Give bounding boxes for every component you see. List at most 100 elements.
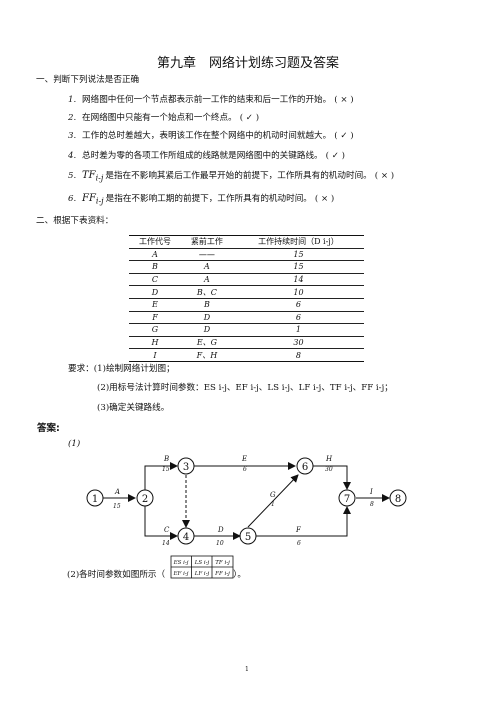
answer-part1-label: (1)	[68, 439, 81, 449]
time-parameter-legend: ES i-j LS i-j TF i-j EF i-j LF i-j FF i-…	[170, 555, 234, 579]
legend-ff: FF i-j	[214, 571, 230, 577]
table-cell: D	[129, 285, 181, 299]
node-label: 1	[92, 494, 98, 505]
edge-6-7	[313, 465, 351, 490]
activity-name: H	[325, 455, 333, 463]
table-cell: A	[129, 248, 181, 262]
node-label: 8	[395, 494, 401, 505]
requirement-3: (3)确定关键路线。	[97, 403, 170, 413]
section1-heading: 一、判断下列说法是否正确	[36, 75, 140, 85]
table-cell: A	[180, 260, 233, 274]
edge-2-3	[144, 462, 178, 490]
node-6	[296, 457, 314, 475]
table-cell: F	[129, 311, 181, 325]
table-header: 工作持续时间（D i-j）	[232, 235, 364, 249]
node-label: 5	[245, 532, 251, 543]
legend-ef: EF i-j	[173, 571, 189, 577]
legend-lf: LF i-j	[194, 571, 210, 577]
table-cell: 30	[232, 336, 364, 350]
table-cell: D	[180, 323, 233, 337]
activity-duration: 10	[216, 540, 224, 547]
edge-5-6	[247, 474, 299, 528]
table-cell: F、H	[180, 348, 233, 362]
activity-name: B	[163, 455, 169, 463]
table-cell: H	[129, 336, 181, 350]
page-title: 第九章 网络计划练习题及答案	[156, 56, 339, 71]
activity-duration: 6	[297, 540, 301, 547]
node-2	[136, 489, 154, 507]
node-3	[177, 457, 195, 475]
activity-duration: 14	[162, 540, 170, 547]
answer-heading: 答案:	[37, 423, 60, 434]
table-cell: 14	[232, 273, 364, 287]
page-number: 1	[245, 666, 249, 673]
edge-5-7	[256, 506, 351, 537]
table-cell: 15	[232, 248, 364, 262]
node-8	[389, 489, 407, 507]
activity-name: D	[217, 526, 224, 534]
edge-2-4	[144, 506, 178, 540]
node-1	[86, 489, 104, 507]
activity-duration: 15	[113, 503, 121, 510]
table-header: 紧前工作	[180, 235, 233, 249]
legend-tf: TF i-j	[215, 560, 230, 566]
table-cell: I	[129, 348, 181, 362]
legend-ls: LS i-j	[194, 560, 210, 566]
activity-name: A	[114, 488, 120, 496]
table-cell: B	[180, 298, 233, 312]
question-2: 2.在网络图中只能有一个始点和一个终点。( ✓ )	[68, 113, 260, 123]
table-cell: B	[129, 260, 181, 274]
question-3: 3.工作的总时差越大，表明该工作在整个网络中的机动时间就越大。( ✓ )	[68, 131, 354, 141]
table-row: A——15	[129, 248, 364, 262]
table-cell: D	[180, 311, 233, 325]
node-label: 4	[183, 532, 189, 543]
question-1: 1.网络图中任何一个节点都表示前一工作的结束和后一工作的开始。( × )	[68, 95, 354, 105]
table-cell: 6	[232, 311, 364, 325]
table-cell: 6	[232, 298, 364, 312]
network-diagram: 1 2 3 4 5 6 7 8 A 15 B 15 C 14 D 10 E 6 …	[86, 455, 407, 547]
table-header: 工作代号	[129, 235, 181, 249]
table-cell: ——	[180, 248, 233, 262]
activity-name: G	[270, 491, 276, 499]
activity-name: I	[369, 488, 373, 496]
node-label: 7	[344, 494, 350, 505]
activity-duration: 6	[243, 466, 247, 473]
table-cell: A	[180, 273, 233, 287]
requirement-1: 要求：(1)绘制网络计划图；	[68, 364, 175, 374]
activity-duration: 8	[370, 501, 374, 508]
legend-es: ES i-j	[173, 560, 189, 566]
table-cell: E、G	[180, 336, 233, 350]
section2-heading: 二、根据下表资料：	[36, 216, 114, 226]
activity-name: E	[241, 455, 247, 463]
node-label: 2	[142, 494, 148, 505]
table-cell: 8	[232, 348, 364, 362]
table-cell: G	[129, 323, 181, 337]
table-cell: E	[129, 298, 181, 312]
activity-duration: 30	[325, 466, 333, 473]
node-4	[177, 527, 195, 545]
question-4: 4.总时差为零的各项工作所组成的线路就是网络图中的关键路线。( ✓ )	[68, 151, 346, 161]
node-label: 3	[183, 462, 189, 473]
table-cell: 1	[232, 323, 364, 337]
node-7	[338, 489, 356, 507]
table-cell: B、C	[180, 285, 233, 299]
activity-name: C	[164, 526, 170, 534]
activity-duration: 15	[162, 466, 170, 473]
node-5	[239, 527, 257, 545]
table-cell: 10	[232, 285, 364, 299]
requirement-2: (2)用标号法计算时间参数：ES i-j、EF i-j、LS i-j、LF i-…	[97, 383, 393, 393]
table-cell: C	[129, 273, 181, 287]
activity-duration: 1	[271, 501, 275, 508]
node-label: 6	[302, 462, 308, 473]
answer-part2: (2)各时间参数如图所示（）。	[67, 570, 247, 580]
